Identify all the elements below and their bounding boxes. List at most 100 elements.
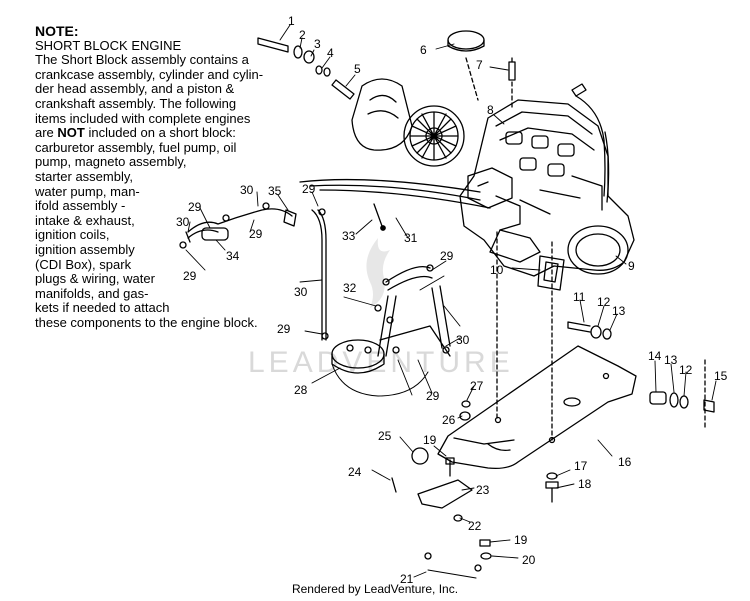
callout-label: 34 [226,249,240,263]
callout-label: 10 [490,263,504,277]
callout-label: 18 [578,477,592,491]
callout-label: 7 [476,58,483,72]
washer-part [303,50,315,64]
callout-label: 29 [183,269,197,283]
callout-label: 29 [302,182,316,196]
note-line: water pump, man- [35,183,140,199]
pin-part [373,203,383,227]
oil-line-part [379,285,451,357]
exhaust-gasket-part [537,255,565,291]
callout-label: 8 [487,103,494,117]
callout-label: 20 [522,553,536,567]
short-block-note: NOTE: SHORT BLOCK ENGINE The Short Block… [35,24,325,330]
callout-label: 2 [299,28,306,42]
callout-label: 23 [476,483,490,497]
callout-label: 30 [176,215,190,229]
callout-labels: 1 2 3 4 5 6 7 8 9 10 11 12 13 14 13 12 1… [176,14,728,586]
note-line: ignition assembly [35,241,135,257]
bolt-part [567,321,591,333]
spark-plug-part [508,57,516,81]
callout-label: 24 [348,465,362,479]
washer-part [315,65,323,75]
callout-label: 15 [714,369,728,383]
callout-label: 12 [597,295,611,309]
note-line: carburetor assembly, fuel pump, oil [35,139,237,155]
washer-part [546,472,558,480]
washer-part [323,67,331,77]
washer-part [461,400,471,408]
oil-line-part [179,202,293,249]
callout-label: 4 [327,46,334,60]
callout-label: 26 [442,413,456,427]
callout-label: 13 [612,304,626,318]
spark-plug-wire [575,95,606,197]
note-line: are NOT included on a short block: [35,125,236,141]
note-line: The Short Block assembly contains a [35,52,249,68]
bolt-part [479,539,491,547]
washer-part [590,325,602,339]
oil-cap-part [447,30,485,52]
note-line: crankcase assembly, cylinder and cylin- [35,66,264,82]
engine-mount-plate-part [437,345,637,470]
note-line: intake & exhaust, [35,212,135,228]
note-line: items included with complete engines [35,110,251,126]
callout-label: 22 [468,519,482,533]
callout-label: 9 [628,259,635,273]
note-line: plugs & wiring, water [35,271,155,287]
callout-label: 29 [277,322,291,336]
bolt-part [545,481,559,503]
note-heading: NOTE: [35,23,79,39]
callout-label: 11 [573,290,586,304]
washer-part [679,395,689,409]
note-line: these components to the engine block. [35,314,258,330]
callout-label: 1 [288,14,295,28]
note-line: ifold assembly - [35,198,126,214]
callout-label: 29 [249,227,263,241]
callout-label: 21 [400,572,414,586]
callout-label: 19 [514,533,528,547]
note-line: crankshaft assembly. The following [35,95,237,111]
washer-part [669,392,679,408]
callout-label: 29 [188,200,202,214]
note-line: pump, magneto assembly, [35,154,187,170]
note-subheading: SHORT BLOCK ENGINE [35,37,182,53]
callout-label: 28 [294,383,308,397]
fitting-part [283,209,297,227]
watermark-text: LEADVENTURE [248,346,514,379]
washer-part [453,514,463,522]
wire-harness [299,178,491,209]
note-line: kets if needed to attach [35,300,170,316]
callout-label: 30 [294,285,308,299]
engine-block-part [459,99,635,277]
note-line: der head assembly, and a piston & [35,81,235,97]
callout-label: 19 [423,433,437,447]
note-line: manifolds, and gas- [35,285,149,301]
pin-part [331,79,355,100]
callout-bracket [427,569,477,579]
callout-label: 12 [679,363,693,377]
rubber-mount-part [411,447,429,465]
callout-label: 25 [378,429,392,443]
callout-label: 32 [343,281,357,295]
pin-part [391,477,397,493]
callout-label: 3 [314,37,321,51]
callout-label: 33 [342,229,356,243]
spacer-part [649,391,667,405]
footer-credit: Rendered by LeadVenture, Inc. [291,582,459,596]
oil-tank-outline [331,363,429,397]
callout-label: 6 [420,43,427,57]
callout-label: 29 [426,389,440,403]
leader-lines [185,24,717,578]
watermark-flame-icon [366,238,390,308]
washer-part [602,328,612,340]
callout-label: 30 [456,333,470,347]
recoil-starter-part [351,78,465,167]
note-line: starter assembly, [35,168,134,184]
callout-label: 16 [618,455,632,469]
nut-part [703,399,715,413]
callout-label: 14 [648,349,662,363]
callout-label: 31 [404,231,418,245]
note-line: ignition coils, [35,227,110,243]
callout-label: 30 [240,183,254,197]
